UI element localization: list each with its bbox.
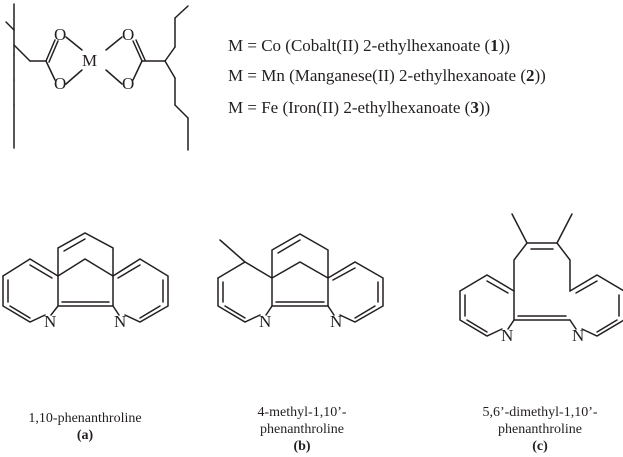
ligand-c-name-line-1: 5,6’-dimethyl-1,10’-: [482, 405, 598, 420]
ligand-c-nitrogen-right: N: [572, 326, 584, 345]
ligand-a-caption: 1,10-phenanthroline (a): [5, 410, 165, 444]
ligand-b-nitrogen-right: N: [330, 312, 342, 331]
complex-oxygen-bottom-right: O: [122, 74, 134, 93]
complex-oxygen-bottom-left: O: [54, 74, 66, 93]
ligand-c-name-line-2: phenanthroline: [498, 422, 582, 437]
ligand-a-label: (a): [76, 428, 94, 443]
metal-definition-text: M = Co (Cobalt(II) 2-ethylhexanoate (: [228, 36, 491, 55]
metal-definition-text: M = Fe (Iron(II) 2-ethylhexanoate (: [228, 98, 471, 117]
ligand-c-nitrogen-left: N: [501, 326, 513, 345]
ligand-b-caption: 4-methyl-1,10’- phenanthroline (b): [222, 404, 382, 455]
ligand-b-label: (b): [293, 439, 311, 454]
ligand-b-name-line-2: phenanthroline: [260, 422, 344, 437]
ligand-b-structure: [217, 233, 384, 323]
complex-oxygen-top-left: O: [54, 25, 66, 44]
metal-definition-suffix: )): [534, 66, 546, 85]
compound-number: 3: [470, 98, 479, 117]
ligand-b-name-line-1: 4-methyl-1,10’-: [257, 405, 347, 420]
ligand-a-name: 1,10-phenanthroline: [28, 411, 142, 426]
compound-number: 1: [490, 36, 499, 55]
ligand-c-structure: [459, 213, 623, 337]
complex-metal-atom: M: [82, 51, 97, 70]
metal-complex-structure: [5, 3, 189, 151]
complex-oxygen-top-right: O: [122, 25, 134, 44]
ligand-b-nitrogen-left: N: [259, 312, 271, 331]
ligand-c-label: (c): [532, 439, 548, 454]
metal-definition-manganese: M = Mn (Manganese(II) 2-ethylhexanoate (…: [228, 66, 546, 86]
ligand-a-nitrogen-left: N: [44, 312, 56, 331]
metal-definition-text: M = Mn (Manganese(II) 2-ethylhexanoate (: [228, 66, 527, 85]
metal-definition-cobalt: M = Co (Cobalt(II) 2-ethylhexanoate (1)): [228, 36, 510, 56]
ligand-c-caption: 5,6’-dimethyl-1,10’- phenanthroline (c): [458, 404, 622, 455]
ligand-a-structure: [2, 232, 169, 323]
ligand-a-nitrogen-right: N: [114, 312, 126, 331]
compound-number: 2: [526, 66, 535, 85]
metal-definition-iron: M = Fe (Iron(II) 2-ethylhexanoate (3)): [228, 98, 490, 118]
metal-definition-suffix: )): [498, 36, 510, 55]
metal-definition-suffix: )): [478, 98, 491, 117]
